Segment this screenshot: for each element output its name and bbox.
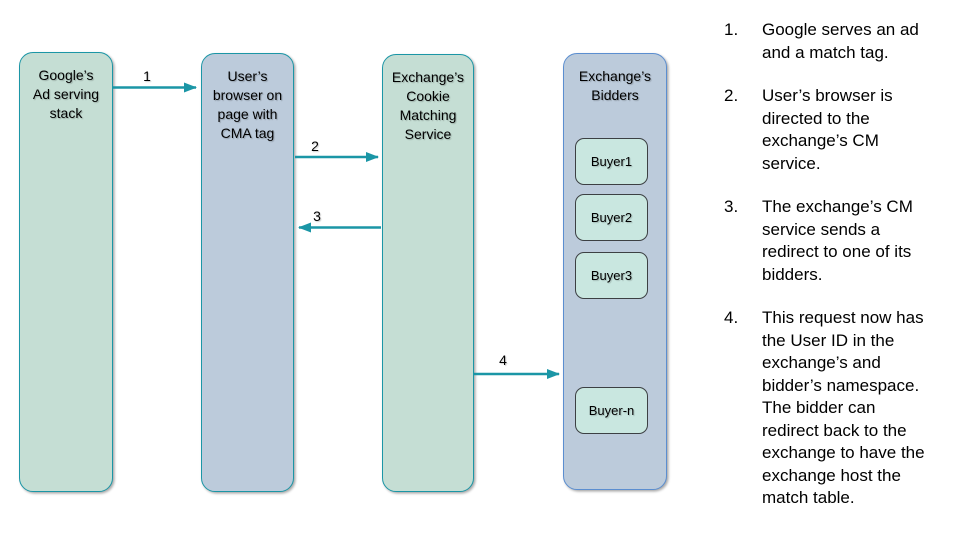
step-number: 1.	[724, 20, 739, 39]
buyer-label: Buyer3	[590, 268, 633, 283]
node-google-ad-stack: Google’s Ad serving stack	[19, 52, 113, 492]
node-exchange-bidders: Exchange’s Bidders Buyer1 Buyer2 Buyer3 …	[563, 53, 667, 490]
node-label: User’s browser on page with CMA tag	[212, 68, 283, 141]
step-number: 4.	[724, 308, 739, 327]
buyer-box: Buyer-n	[575, 387, 648, 434]
step-item: 1. Google serves an ad and a match tag.	[724, 19, 956, 64]
arrow-label-3: 3	[313, 208, 321, 224]
step-item: 3. The exchange’s CM service sends a red…	[724, 196, 956, 286]
steps-list: 1. Google serves an ad and a match tag. …	[724, 19, 956, 531]
buyer-box: Buyer2	[575, 194, 648, 241]
step-number: 2.	[724, 86, 739, 105]
arrow-label-2: 2	[311, 138, 319, 154]
step-text: The exchange’s CM service sends a redire…	[762, 197, 913, 284]
step-number: 3.	[724, 197, 739, 216]
arrow-label-4: 4	[499, 352, 507, 368]
step-text: User’s browser is directed to the exchan…	[762, 86, 893, 173]
arrow-label-1: 1	[143, 68, 151, 84]
buyer-label: Buyer1	[590, 154, 633, 169]
node-cookie-matching-service: Exchange’s Cookie Matching Service	[382, 54, 474, 492]
node-label: Exchange’s Cookie Matching Service	[391, 69, 465, 142]
node-label: Google’s Ad serving stack	[32, 67, 100, 121]
node-user-browser: User’s browser on page with CMA tag	[201, 53, 294, 492]
buyer-box: Buyer1	[575, 138, 648, 185]
buyer-label: Buyer2	[590, 210, 633, 225]
buyer-label: Buyer-n	[588, 403, 635, 418]
buyer-box: Buyer3	[575, 252, 648, 299]
step-item: 2. User’s browser is directed to the exc…	[724, 85, 956, 175]
step-text: Google serves an ad and a match tag.	[762, 20, 919, 62]
step-text: This request now has the User ID in the …	[762, 308, 925, 507]
node-label: Exchange’s Bidders	[578, 68, 652, 103]
step-item: 4. This request now has the User ID in t…	[724, 307, 956, 510]
